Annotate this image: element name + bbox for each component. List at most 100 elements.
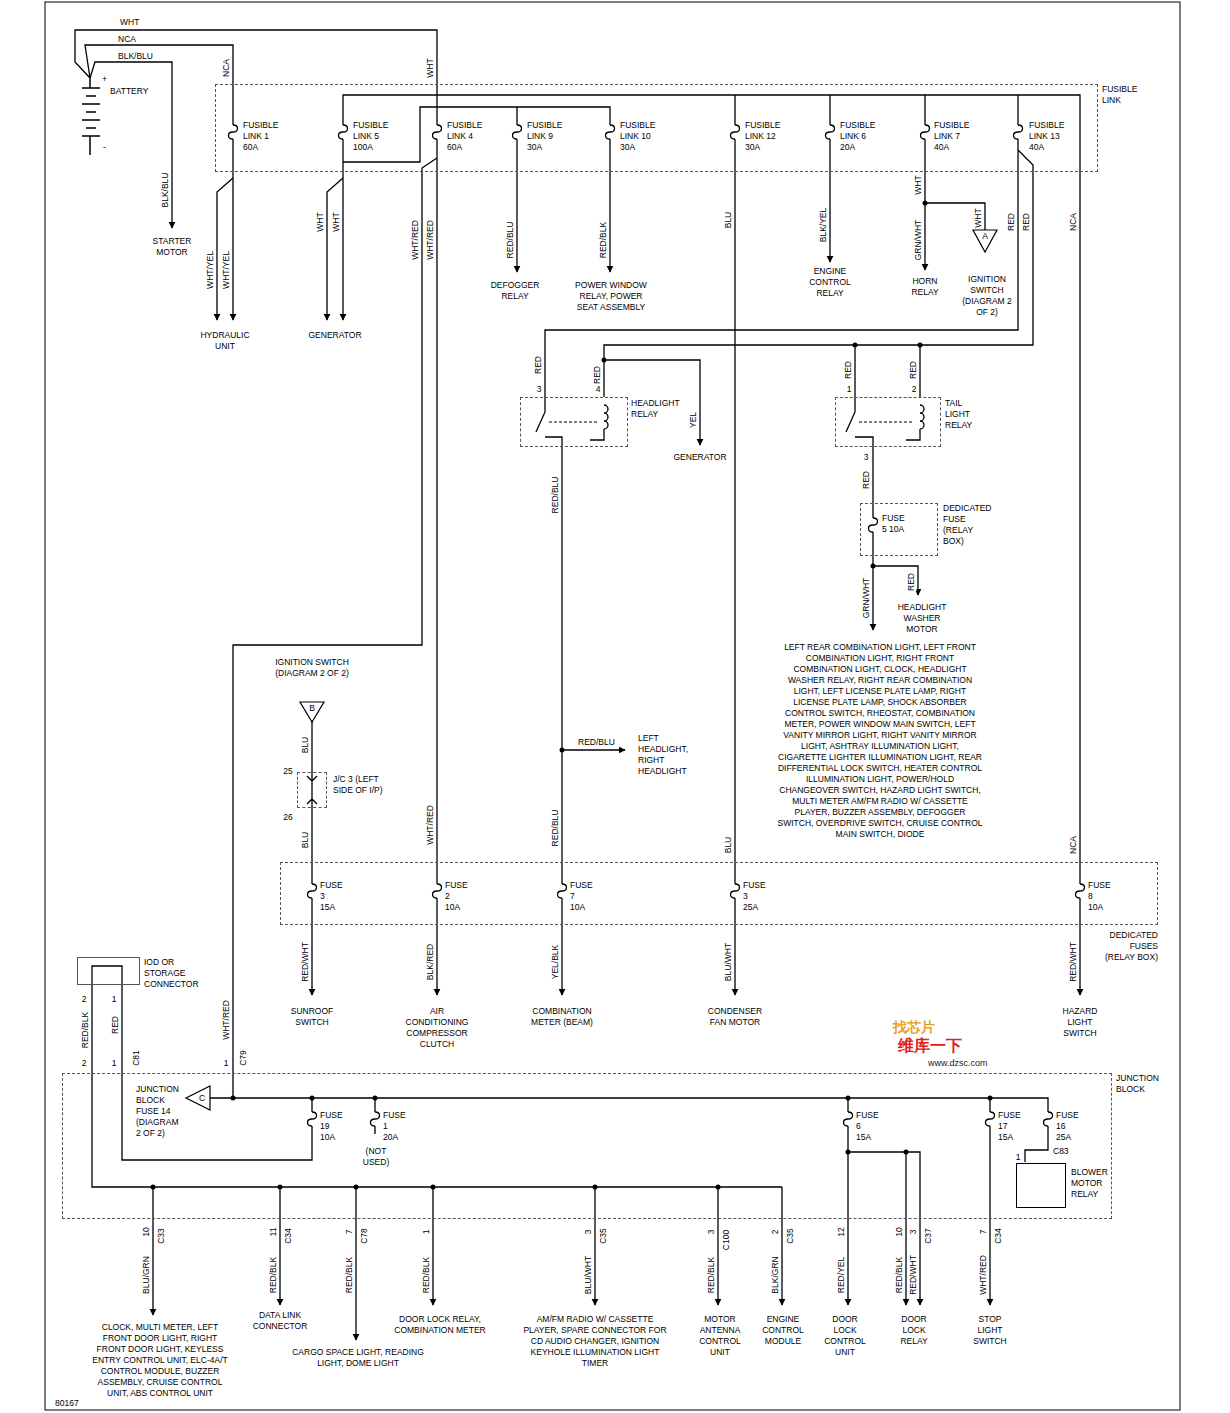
wire-label: RED/BLK xyxy=(598,222,609,258)
node-heading: BLOWER MOTOR RELAY xyxy=(1071,1167,1109,1200)
node-text: (NOT USED) xyxy=(358,1146,394,1168)
junction-dot xyxy=(310,1096,315,1101)
wire-line xyxy=(122,1073,312,1160)
arrow-wire xyxy=(217,178,233,320)
junction-dot xyxy=(602,358,607,363)
junction-dot xyxy=(151,1185,156,1190)
wire-label: WHT xyxy=(973,208,984,227)
node-text: FUSIBLE LINK 4 60A xyxy=(447,120,489,153)
wire-connector xyxy=(561,447,562,862)
component-label: 1 xyxy=(224,1058,229,1069)
wire-label: WHT/YEL xyxy=(221,251,232,289)
component-label: 1 xyxy=(847,384,852,395)
note-label: JUNCTION BLOCK FUSE 14 (DIAGRAM 2 OF 2) xyxy=(136,1084,184,1139)
wire-label: BLK/RED xyxy=(425,944,436,980)
note-label: WHT xyxy=(120,17,139,28)
wire-label: RED xyxy=(843,361,854,379)
wire-label: 3 xyxy=(908,1230,919,1235)
wire-label: 2 xyxy=(770,1230,781,1235)
wire-label: BLU xyxy=(300,737,311,754)
component-label: HAZARD LIGHT SWITCH xyxy=(1059,1006,1101,1039)
component-label: HEADLIGHT WASHER MOTOR xyxy=(896,602,948,635)
wire-label: BLU/WHT xyxy=(583,1256,594,1294)
component-label: MOTOR ANTENNA CONTROL UNIT xyxy=(695,1314,745,1358)
arrow-wire xyxy=(604,360,700,445)
wire-label: BLK/YEL xyxy=(818,208,829,243)
arrow-wire xyxy=(90,62,172,228)
junction-block: JUNCTION BLOCKFUSE 19 10AFUSE 1 20A(NOT … xyxy=(62,1073,1112,1219)
wire-label: RED/WHT xyxy=(300,942,311,982)
wire-line xyxy=(312,862,1080,884)
wire-line xyxy=(1025,1126,1048,1162)
wire-line xyxy=(92,1073,782,1187)
wire-label: RED xyxy=(110,1016,121,1034)
node-text: FUSE 7 10A xyxy=(570,880,591,913)
wire-line xyxy=(312,1098,990,1134)
wire-label: BLU xyxy=(300,832,311,849)
node-text: FUSIBLE LINK 9 30A xyxy=(527,120,569,153)
junction-dot xyxy=(151,201,993,1190)
wire-line xyxy=(735,139,1033,172)
wire-connector xyxy=(311,808,312,862)
component-label: 25 xyxy=(283,766,292,777)
component-label: POWER WINDOW RELAY, POWER SEAT ASSEMBLY xyxy=(575,280,647,313)
wire-label: RED/BLU xyxy=(550,810,561,847)
node-text: FUSE 3 25A xyxy=(743,880,764,913)
arrow-wire xyxy=(432,1187,433,1305)
fuse-symbol xyxy=(308,1112,1053,1126)
component-label: DOOR LOCK RELAY, COMBINATION METER xyxy=(385,1314,495,1336)
reference-triangle xyxy=(186,230,997,1110)
node-text: FUSIBLE LINK 5 100A xyxy=(353,120,395,153)
junction-dot xyxy=(923,201,928,206)
wire-label: RED/BLU xyxy=(550,477,561,514)
wire-label: GRN/WHT xyxy=(861,578,872,619)
component-label: IGNITION SWITCH (DIAGRAM 2 OF 2) xyxy=(271,657,353,679)
component-label: ENGINE CONTROL MODULE xyxy=(759,1314,807,1347)
wire-label: BLU/GRN xyxy=(141,1256,152,1294)
component-label: DEFOGGER RELAY xyxy=(485,280,545,302)
arrow-wire xyxy=(781,1187,782,1305)
arrow-wire xyxy=(989,1126,990,1305)
arrow-wire xyxy=(355,1187,356,1340)
wire-label: C37 xyxy=(923,1228,934,1244)
component-label: 1 xyxy=(112,1058,117,1069)
component-label: SUNROOF SWITCH xyxy=(287,1006,337,1028)
wire-label: RED/BLU xyxy=(505,222,516,259)
reference-triangle xyxy=(300,702,324,722)
wire-connector xyxy=(1079,172,1080,862)
node-text: DEDICATED FUSE (RELAY BOX) xyxy=(943,503,995,547)
wire-label: BLK/GRN xyxy=(770,1256,781,1293)
component-label: DATA LINK CONNECTOR xyxy=(250,1310,310,1332)
node-text: FUSE 2 10A xyxy=(445,880,466,913)
wire-label: NCA xyxy=(1068,836,1079,854)
wire-connector xyxy=(545,172,1018,397)
wire-label: RED xyxy=(861,471,872,489)
wire-label: 10 xyxy=(894,1227,905,1236)
arrow-wire xyxy=(561,898,562,995)
relay-box: TAIL LIGHT RELAY xyxy=(835,397,941,447)
junction-dot xyxy=(853,343,858,348)
wire-label: NCA xyxy=(1068,213,1079,231)
node-text: FUSIBLE LINK 13 40A xyxy=(1029,120,1071,153)
node-text: FUSE 6 15A xyxy=(856,1110,877,1143)
junction-dot xyxy=(231,1096,236,1101)
arrow-wire xyxy=(873,566,918,595)
component-label: 3 xyxy=(537,384,542,395)
wire-label: NCA xyxy=(221,59,232,77)
node-text: FUSE 16 25A xyxy=(1056,1110,1077,1143)
component-label: DOOR LOCK RELAY xyxy=(892,1314,936,1347)
wire-label: RED xyxy=(1006,213,1017,231)
component-label: DOOR LOCK CONTROL UNIT xyxy=(823,1314,867,1358)
wire-line xyxy=(307,722,317,808)
wire-label: C34 xyxy=(283,1228,294,1244)
wire-connector xyxy=(91,985,92,1073)
reference-triangle xyxy=(973,230,997,252)
fuse-symbol xyxy=(308,884,1085,898)
wire-label: YEL/BLK xyxy=(550,945,561,980)
arrow-wire xyxy=(717,1187,718,1305)
component-label: 1 xyxy=(1016,1152,1021,1163)
wire-line xyxy=(92,966,122,985)
arrow-wire xyxy=(279,1187,280,1305)
